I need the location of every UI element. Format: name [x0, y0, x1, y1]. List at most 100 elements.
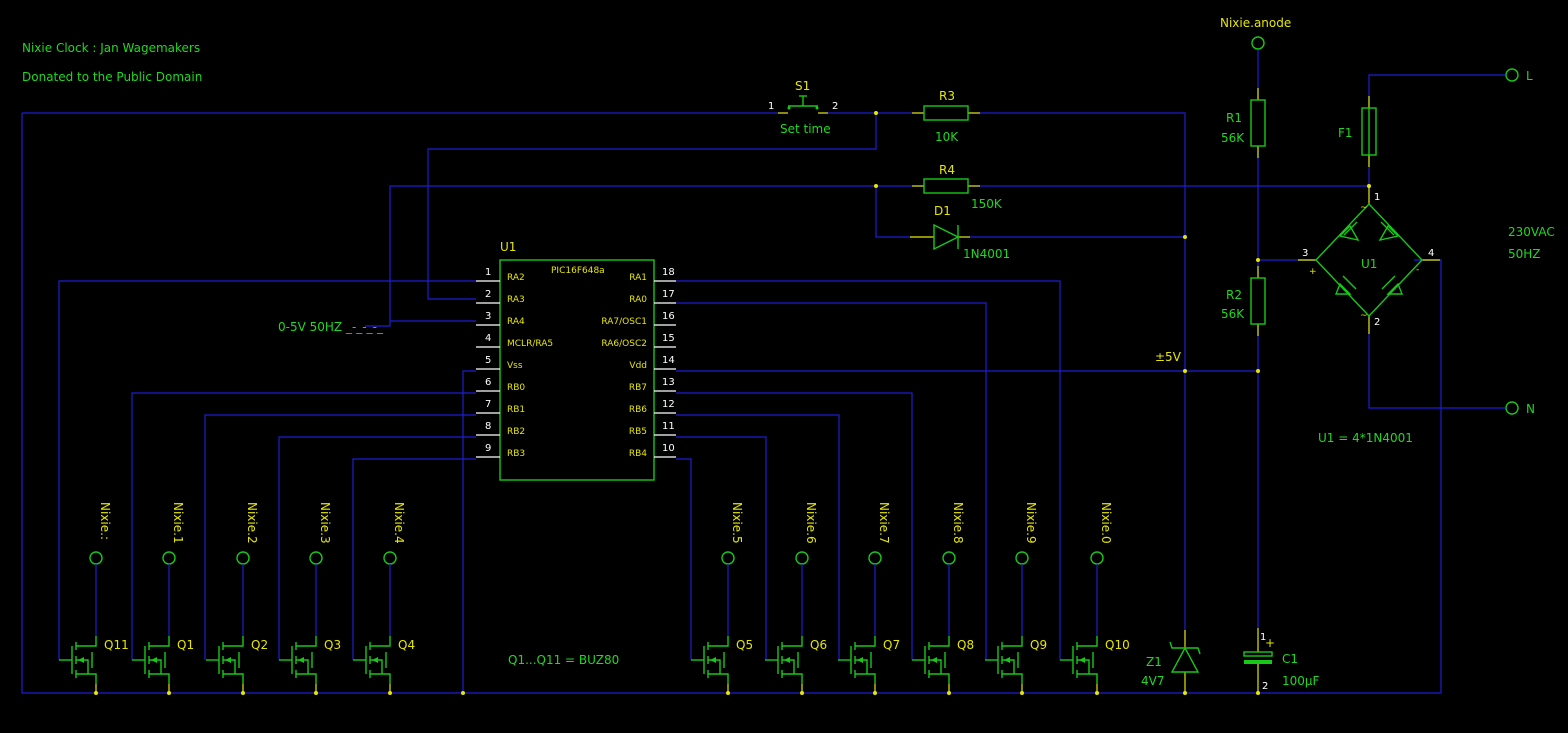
wire-r3-right: [968, 112, 1186, 640]
bridge-pin: 4: [1428, 248, 1434, 259]
nixie-terminal: [795, 551, 809, 565]
r4-ref: R4: [939, 163, 955, 177]
nixie-label: Nixie.9: [1024, 502, 1038, 544]
ic-pin-num: 8: [485, 421, 491, 432]
bridge-mark: ~: [1360, 203, 1368, 213]
resistor-r4: R4 150K: [912, 163, 1003, 211]
resistor-r3: R3 10K: [912, 89, 980, 144]
ic-pin-num: 13: [662, 377, 675, 388]
fet-label: Q2: [251, 638, 268, 652]
ic-pin-name: RA0: [629, 295, 647, 305]
fet-note: Q1...Q11 = BUZ80: [508, 653, 619, 667]
nixie-driver: Nixie.4Q4: [353, 502, 415, 693]
ic-pin-num: 14: [662, 355, 675, 366]
ic-pin-num: 15: [662, 333, 675, 344]
wire-ra1: [676, 280, 1061, 660]
ic-pin-name: RB2: [507, 427, 525, 437]
nixie-driver: Nixie.1Q1: [132, 502, 194, 693]
nixie-label: Nixie.5: [730, 502, 744, 544]
terminal-n: N: [1505, 401, 1535, 416]
l-label: L: [1526, 69, 1533, 83]
ic-pin-num: 12: [662, 399, 675, 410]
bridge-pin: 3: [1302, 248, 1308, 259]
ic-pin-name: RA1: [629, 273, 647, 283]
nixie-driver: Nixie.8Q8: [912, 502, 974, 693]
s1-ref: S1: [795, 79, 810, 93]
nixie-terminal: [162, 551, 176, 565]
nixie-terminal: [1090, 551, 1104, 565]
fet-label: Q5: [736, 638, 753, 652]
fuse-f1: F1: [1338, 96, 1377, 167]
nixie-label: Nixie.7: [877, 502, 891, 544]
d1-value: 1N4001: [963, 247, 1010, 261]
f1-ref: F1: [1338, 126, 1353, 140]
bridge-pin: 1: [1374, 192, 1380, 203]
ic-pin-num: 11: [662, 421, 675, 432]
nixie-terminal: [942, 551, 956, 565]
bridge-mark: ~: [1360, 311, 1368, 321]
wire-d1-left: [875, 186, 912, 238]
ic-part: PIC16F648a: [551, 266, 605, 276]
zener-z1: Z1 4V7: [1141, 630, 1201, 693]
terminal-l: L: [1505, 68, 1533, 83]
ic-pin-name: RB6: [629, 405, 647, 415]
resistor-r2: R2 56K: [1221, 266, 1266, 336]
diode-d1: D1 1N4001: [910, 204, 1010, 261]
nixie-driver: Nixie.3Q3: [279, 502, 341, 693]
bridge-mark: -: [1416, 265, 1419, 275]
wire-l: [1368, 74, 1505, 108]
nixie-label: Nixie.6: [804, 502, 818, 544]
wire-n: [1368, 316, 1505, 409]
nixie-driver: Nixie.9Q9: [985, 502, 1047, 693]
wire-rb0: [131, 392, 476, 660]
ic-pin-num: 3: [485, 311, 491, 322]
wire-rb2: [278, 436, 476, 660]
wire-rb3: [352, 458, 476, 660]
nixie-terminal: [236, 551, 250, 565]
wire-ra2: [58, 280, 476, 660]
ic-pin-name: RA4: [507, 317, 525, 327]
ic-pin-name: RB0: [507, 383, 525, 393]
r2-ref: R2: [1226, 288, 1242, 302]
wire-rb4: [676, 458, 692, 660]
wire-ra0: [676, 302, 987, 660]
nixie-terminal: [89, 551, 103, 565]
nixie-label: Nixie.4: [392, 502, 406, 544]
bridge-mark: +: [1309, 267, 1317, 277]
s1-pin1: 1: [768, 101, 774, 112]
r1-value: 56K: [1221, 131, 1245, 145]
bridge-pin: 2: [1374, 317, 1380, 328]
ic-pin-num: 10: [662, 443, 675, 454]
ic-pin-num: 9: [485, 443, 491, 454]
ic-pin-name: RA6/OSC2: [601, 339, 647, 349]
nixie-driver: Nixie.:Q11: [59, 502, 129, 693]
ic-pin-name: MCLR/RA5: [507, 339, 553, 349]
fet-label: Q8: [957, 638, 974, 652]
r1-ref: R1: [1226, 111, 1242, 125]
n-label: N: [1526, 402, 1535, 416]
ic-pin-num: 5: [485, 355, 491, 366]
ic-pin-name: Vss: [507, 361, 523, 371]
wire-ra4: [365, 185, 924, 327]
wire-rb6: [676, 414, 840, 660]
fet-label: Q7: [883, 638, 900, 652]
supply-label: ±5V: [1155, 350, 1182, 364]
bridge-rectifier: U1 1 2 3 4 ~ ~ + -: [1298, 186, 1440, 334]
r3-ref: R3: [939, 89, 955, 103]
ic-pin-num: 7: [485, 399, 491, 410]
ic-pin-name: Vdd: [629, 361, 647, 371]
ic-pin-name: RA3: [507, 295, 525, 305]
wire-rb1: [204, 414, 476, 660]
wire-rb5: [676, 436, 767, 660]
bridge-note: U1 = 4*1N4001: [1318, 431, 1413, 445]
fet-label: Q10: [1105, 638, 1130, 652]
c1-pin2: 2: [1262, 681, 1268, 692]
z1-value: 4V7: [1141, 674, 1164, 688]
nixie-driver: Nixie.7Q7: [838, 502, 900, 693]
junctions: [94, 111, 1371, 695]
signal-label: 0-5V 50HZ _-_-_-_: [278, 320, 384, 334]
s1-pin2: 2: [832, 101, 838, 112]
ic-pin-num: 2: [485, 289, 491, 300]
ac-input-2: 50HZ: [1508, 247, 1541, 261]
fet-label: Q3: [324, 638, 341, 652]
